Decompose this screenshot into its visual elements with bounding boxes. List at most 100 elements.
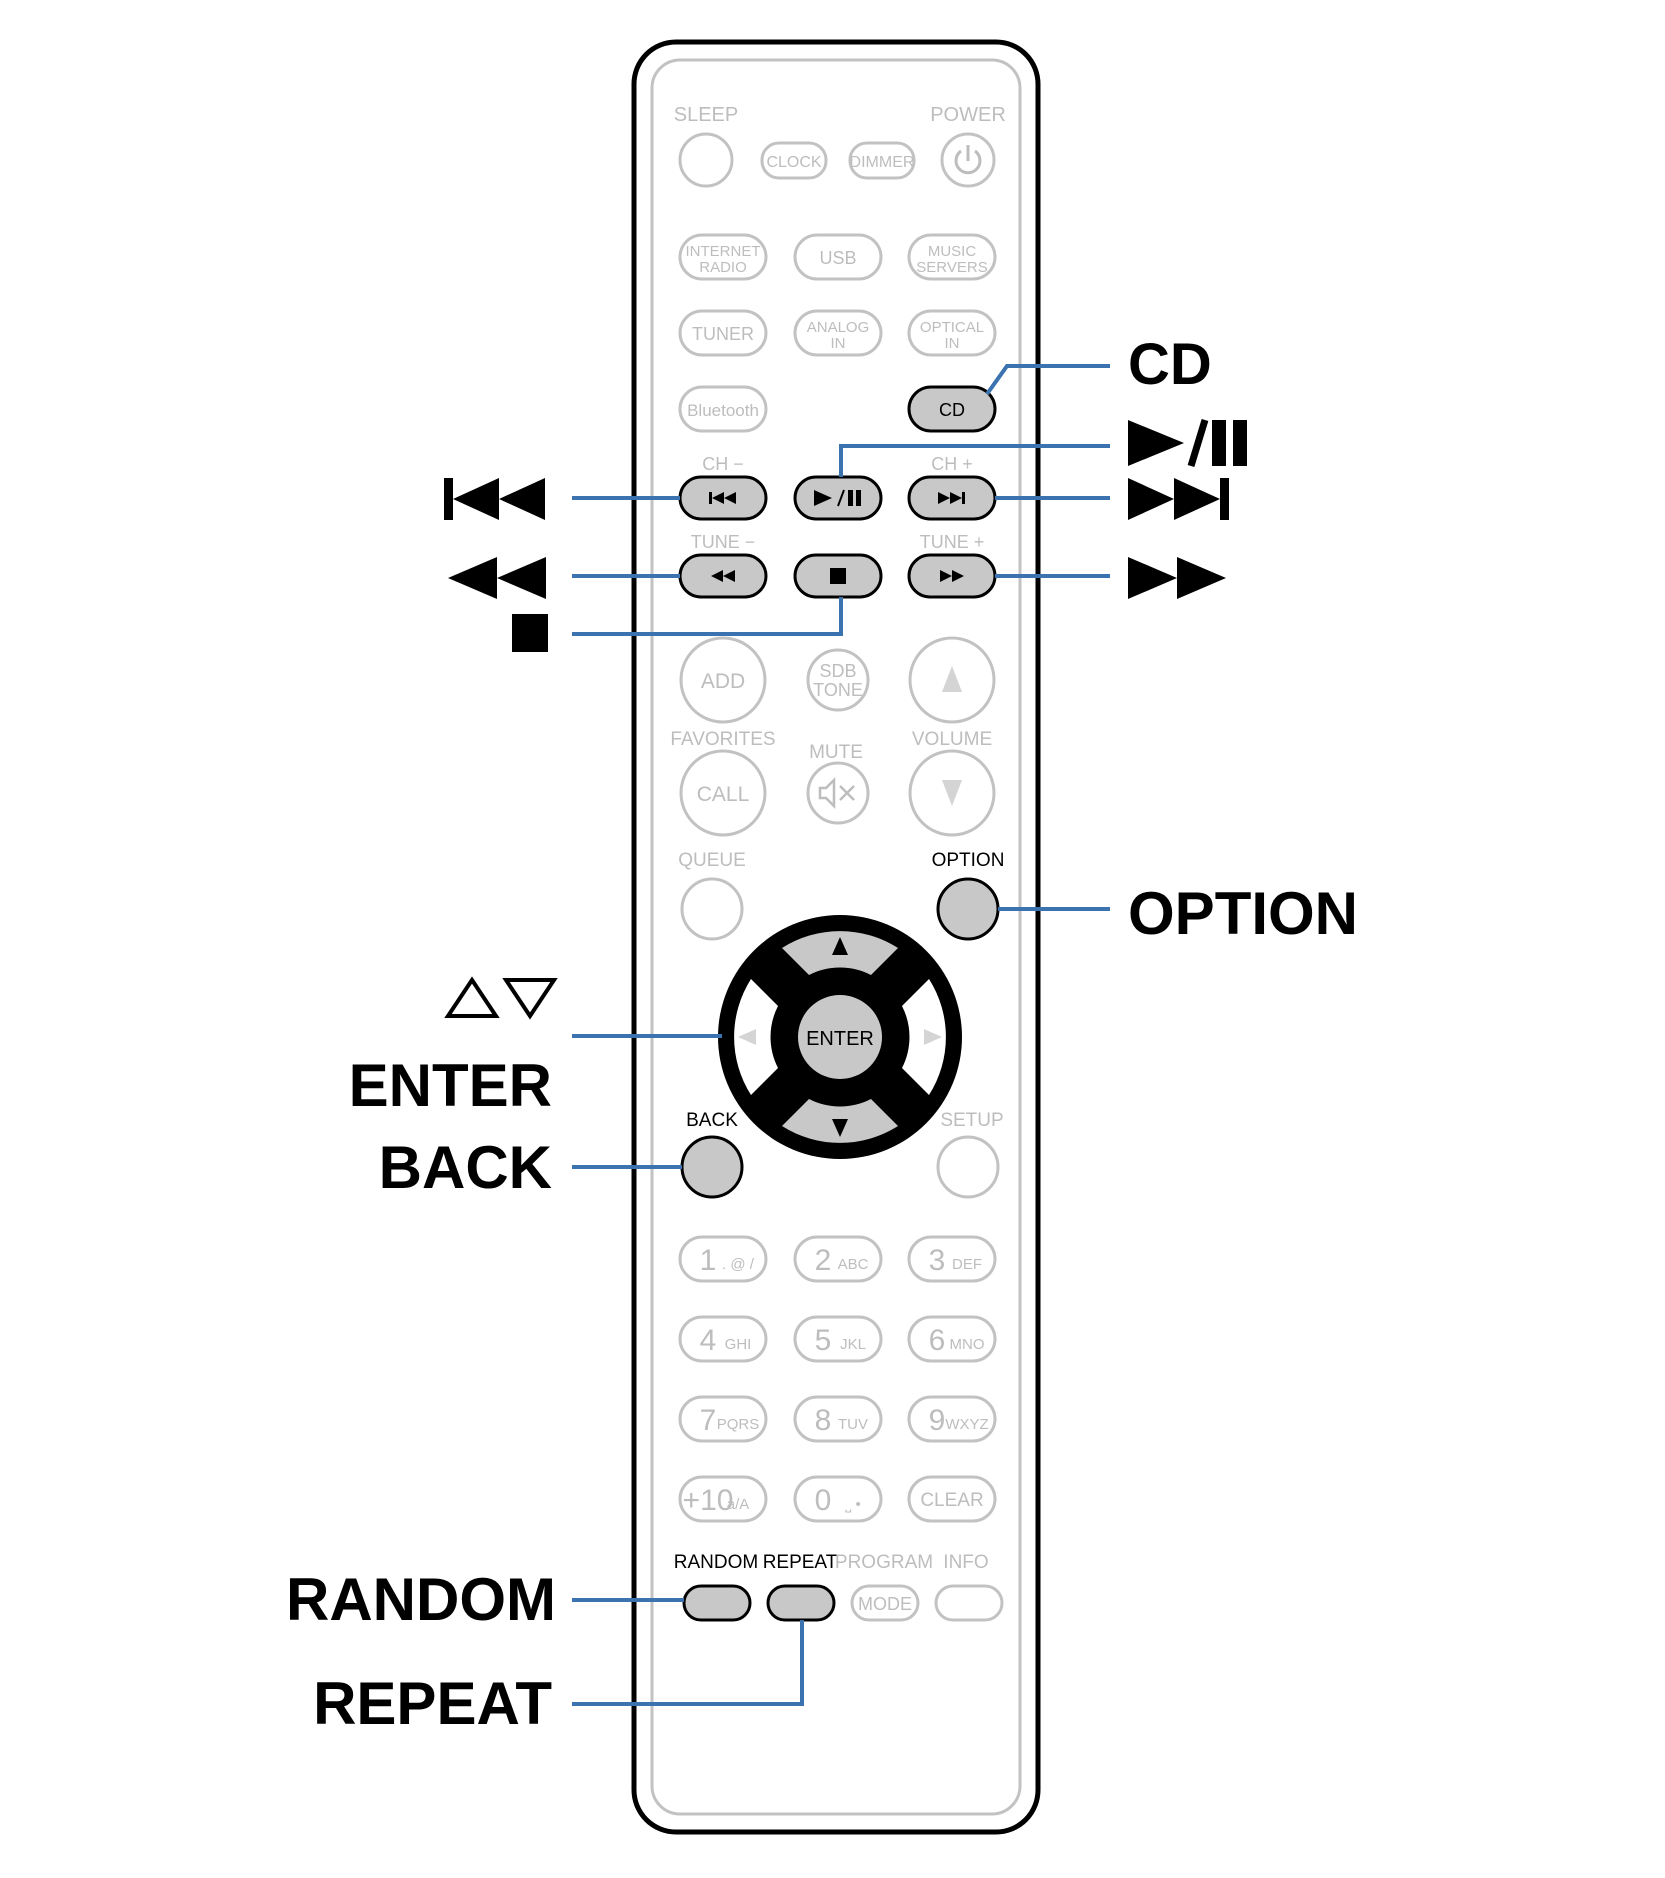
play-pause-button[interactable] xyxy=(793,475,883,521)
analog-in-button[interactable] xyxy=(793,309,883,357)
key-number-label: 5 xyxy=(815,1324,832,1357)
callout-stop-icon xyxy=(512,614,548,652)
up-arrow-icon xyxy=(832,937,848,955)
callout-fast-forward-icon xyxy=(1128,557,1226,599)
key-number-label: 9 xyxy=(929,1404,946,1437)
callout-repeat: REPEAT xyxy=(313,1670,552,1737)
mode-button[interactable] xyxy=(850,1584,920,1622)
add-label: ADD xyxy=(701,670,745,693)
key-2-button[interactable] xyxy=(793,1235,883,1283)
power-icon xyxy=(954,145,982,175)
key-1-button[interactable] xyxy=(678,1235,768,1283)
key-3-button[interactable] xyxy=(907,1235,997,1283)
usb-button[interactable] xyxy=(793,233,883,281)
sdb-tone-button[interactable] xyxy=(806,648,870,712)
key-4-button[interactable] xyxy=(678,1315,768,1363)
optical-in-button[interactable] xyxy=(907,309,997,357)
repeat-button[interactable] xyxy=(766,1584,836,1622)
tuner-label: TUNER xyxy=(692,324,754,344)
leader-cd xyxy=(985,364,1110,396)
option-label: OPTION xyxy=(932,850,1005,871)
random-label: RANDOM xyxy=(674,1552,758,1573)
nav-right-segment[interactable] xyxy=(902,979,946,1095)
key-letters-label: . @ / xyxy=(722,1256,755,1273)
random-button[interactable] xyxy=(682,1584,752,1622)
mute-button[interactable] xyxy=(806,761,870,825)
bluetooth-label: Bluetooth xyxy=(687,401,759,420)
key-6-button[interactable] xyxy=(907,1315,997,1363)
queue-label: QUEUE xyxy=(678,850,746,871)
ch-minus-label: CH − xyxy=(702,454,744,474)
music-servers-button[interactable] xyxy=(907,233,997,281)
callout-cd: CD xyxy=(1128,332,1212,397)
key-number-label: 4 xyxy=(700,1324,717,1357)
bluetooth-button[interactable] xyxy=(678,385,768,433)
key-number-label: 0 xyxy=(815,1484,832,1517)
mute-label: MUTE xyxy=(809,742,863,763)
info-button[interactable] xyxy=(934,1584,1004,1622)
key-0-button[interactable] xyxy=(793,1475,883,1523)
key-clear-button[interactable] xyxy=(907,1475,997,1523)
dimmer-label: DIMMER xyxy=(850,154,915,171)
back-button[interactable] xyxy=(680,1135,744,1199)
tuner-button[interactable] xyxy=(678,309,768,357)
volume-label: VOLUME xyxy=(912,729,992,750)
fast-forward-icon xyxy=(940,570,964,582)
callout-rewind-icon xyxy=(448,557,546,599)
repeat-label: REPEAT xyxy=(763,1552,838,1573)
key-plus10-button[interactable] xyxy=(678,1475,768,1523)
ch-plus-label: CH + xyxy=(931,454,973,474)
nav-left-segment[interactable] xyxy=(734,979,778,1095)
sdb-tone-label-2: TONE xyxy=(813,680,863,700)
key-8-button[interactable] xyxy=(793,1395,883,1443)
leader-play-pause xyxy=(839,444,1110,477)
queue-button[interactable] xyxy=(680,877,744,941)
key-letters-label: TUV xyxy=(838,1416,868,1433)
enter-button[interactable] xyxy=(794,991,886,1083)
callout-play-pause-icon xyxy=(1128,418,1247,468)
add-button[interactable] xyxy=(679,636,767,724)
dimmer-button[interactable] xyxy=(848,141,916,180)
clock-button[interactable] xyxy=(760,141,828,180)
key-number-label: 1 xyxy=(700,1244,717,1277)
call-button[interactable] xyxy=(679,749,767,837)
key-number-label: +10 xyxy=(683,1484,734,1517)
leader-lines xyxy=(572,364,1110,1706)
key-letters-label: MNO xyxy=(950,1336,985,1353)
key-7-button[interactable] xyxy=(678,1395,768,1443)
sdb-tone-label-1: SDB xyxy=(819,661,856,681)
call-label: CALL xyxy=(697,783,750,806)
mute-icon xyxy=(818,776,855,810)
sleep-button[interactable] xyxy=(678,132,734,188)
key-number-label: 7 xyxy=(700,1404,717,1437)
navigation-pad[interactable] xyxy=(718,915,962,1159)
option-button[interactable] xyxy=(936,877,1000,941)
key-letters-label: PQRS xyxy=(717,1416,760,1433)
callout-enter: ENTER xyxy=(349,1052,552,1119)
volume-up-icon xyxy=(942,666,962,692)
tune-plus-label: TUNE + xyxy=(920,532,985,552)
skip-back-icon xyxy=(709,492,736,504)
callout-skip-back-icon xyxy=(444,478,545,520)
leader-repeat xyxy=(572,1620,804,1706)
analog-in-label-1: ANALOG xyxy=(807,319,870,336)
setup-button[interactable] xyxy=(936,1135,1000,1199)
play-pause-icon xyxy=(814,489,861,507)
key-9-button[interactable] xyxy=(907,1395,997,1443)
skip-forward-icon xyxy=(938,492,965,504)
cd-button[interactable] xyxy=(907,385,997,433)
key-letters-label: DEF xyxy=(952,1256,982,1273)
optical-in-label-2: IN xyxy=(945,335,960,352)
callout-skip-forward-icon xyxy=(1128,478,1229,520)
callout-back: BACK xyxy=(379,1134,552,1201)
key-number-label: 8 xyxy=(815,1404,832,1437)
callout-cursor-icons xyxy=(444,976,558,1020)
power-label: POWER xyxy=(930,104,1006,126)
key-number-label: 2 xyxy=(815,1244,832,1277)
analog-in-label-2: IN xyxy=(831,335,846,352)
key-5-button[interactable] xyxy=(793,1315,883,1363)
music-servers-label-1: MUSIC xyxy=(928,243,977,260)
internet-radio-button[interactable] xyxy=(678,233,768,281)
tune-minus-label: TUNE − xyxy=(691,532,756,552)
stop-icon xyxy=(830,568,846,584)
